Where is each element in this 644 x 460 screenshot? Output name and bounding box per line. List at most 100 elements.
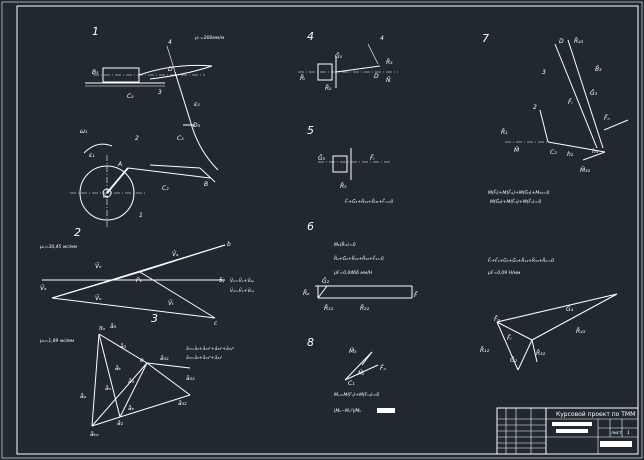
tb-fill-3: [600, 441, 632, 447]
v7-label-h5: h₅: [592, 148, 599, 155]
acc-5: [146, 362, 191, 396]
v7-label-g2p: Ḡ₂: [510, 357, 518, 364]
acc-6: [146, 362, 191, 369]
view-1-number: 1: [92, 25, 99, 38]
crank-link: [106, 167, 129, 194]
v6-label-r32: R̄₃₂: [360, 305, 370, 312]
view-3-eq1: ā₃=ā₂+ā₃₂ᵏ+ā₃₂ʳ+ā₃₂ⁿ: [186, 346, 234, 352]
view-7-force-analysis: 7 D R̄₄₃ 3 B̄₃ F̄ᵢ Ḡ₃ 2 F̄ₙ R̄₁ M̄ C₂ h₂…: [480, 32, 629, 371]
v7-label-m32: M̄₃₂: [580, 167, 591, 174]
v4-label-g5: Ḡ₅: [335, 53, 343, 60]
v4-label-d: D: [374, 73, 379, 80]
v7-arm2: [582, 151, 606, 161]
label-c2: C₂: [162, 185, 169, 192]
acc-4: [91, 362, 148, 427]
view-6-eq-a: Mₖ(R̄ₗ₁)=0: [334, 241, 356, 248]
tb-fill-1: [552, 422, 592, 426]
v7-label-r43p: R̄₄₃: [576, 328, 586, 335]
label-a32t: ā₃₂: [178, 400, 187, 407]
view-8-lever: 8 M̄₅ M̄ᵢ C₁ F̄ᵤ Mᵤ=M(Fᵤ)+M(Fᵤ₂)=0 |Mᵤ−M…: [307, 336, 395, 414]
label-a22: ā₂: [117, 420, 124, 427]
rod-end: [199, 167, 216, 183]
v7-label-r32p: R̄₃₂: [536, 350, 546, 357]
label-a3k: ā₃₂: [186, 375, 195, 382]
label-1: 1: [139, 212, 143, 219]
view-3-eq2: ā₃=ā₂+ā₃₂ⁿ+ā₃₂ᵗ: [186, 355, 223, 361]
label-a3b: ā₃: [128, 378, 135, 385]
view-1-mechanism: 1 μₗ =200мм/м 4 B₅ D C₅ 3 ε₃ D₃ C₃ ω₁ ε₁: [70, 25, 225, 228]
v6-label-ra: R̄ₐ: [303, 290, 310, 297]
label-b5: B₅: [92, 69, 99, 76]
view-5-force-polygon: 5 Ḡ₅ R̄₅ F̄ᵢ F̄ᵢ+Ḡ₅+R̄₃₄+R̄₄₅+F̄ₙ=0: [307, 124, 393, 205]
v6-label-f2: F̄: [414, 292, 418, 299]
v8-lever-2: [344, 364, 379, 381]
view-8-eq1: Mᵤ=M(Fᵤ)+M(Fᵤ₂)=0: [334, 392, 379, 398]
view-6-eq-b: R̄ₐ+Ḡ₂+R̄₁₂+R̄₃₂+F̄₂=0: [334, 255, 384, 262]
coupler-top-arc: [138, 64, 213, 76]
view-2-velocity-plan: 2 μᵥ=30,45 мс/мм Pᵥ b c V̄ₐ V̄ₑ V̄ₒ V̄ₐ …: [39, 226, 254, 327]
view-7-eq3: F̄ᵢ+F̄ₐ+Ḡ₅+Ḡ₄+R̄₁₂+R̄₃₂+R̄ₐ=0: [488, 257, 554, 264]
v5-label-g5: Ḡ₅: [318, 155, 326, 162]
v6-diag: [317, 285, 328, 299]
view-4-force-diagram: 4 4 Ḡ₅ R̄₅ R̄ᵢ D R̄₃ N̄: [298, 30, 398, 92]
label-3: 3: [158, 89, 162, 96]
label-a3: ā₃: [110, 323, 117, 330]
view-2-eq2: V̄ₐ=V̄ₑ+V̄ₖₑ: [230, 287, 254, 294]
label-ad: āₑ: [128, 405, 135, 412]
view-6-number: 6: [307, 220, 314, 233]
label-va: V̄ₐ: [40, 285, 47, 292]
v7-label-fi3: F̄ᵢ: [568, 99, 573, 106]
v4-label-ni: N̄: [386, 77, 391, 84]
v7-label-fi: F̄ᵢ: [507, 335, 512, 342]
v4-slider: [317, 63, 333, 81]
v8-label-c1: C₁: [348, 380, 355, 387]
label-e1: ε₁: [89, 152, 95, 159]
v8-label-fu: F̄ᵤ: [380, 365, 386, 372]
acc-3: [98, 333, 121, 418]
v4-label-4: 4: [380, 35, 384, 42]
v7-poly-3: [496, 321, 519, 371]
label-e: e: [140, 357, 144, 364]
label-2: 2: [135, 135, 139, 142]
view-2-scale: μᵥ=30,45 мс/мм: [39, 244, 78, 250]
view-3-acceleration-plan: 3 μₐ=1,89 мс/мм πₐ ā₃ ā₂ āₖ e ā₃₂ ā₃ āₙ …: [39, 312, 234, 438]
v7-label-m: M̄: [514, 147, 520, 154]
v4-link: [335, 65, 381, 73]
v5-label-r3: R̄₅: [340, 183, 347, 190]
title-block-sheet-no: 1: [627, 430, 630, 436]
v7-label-c2: C₂: [550, 149, 557, 156]
v6-label-g2: Ḡ₂: [322, 278, 330, 285]
label-vb: V̄ₑ: [95, 263, 102, 270]
leader-4: [166, 45, 176, 73]
v7-arm: [603, 119, 629, 131]
v8-label-m5: M̄₅: [349, 348, 357, 355]
v7-bottom: [547, 141, 606, 153]
tb-fill-2: [556, 429, 588, 433]
v7-poly-4: [517, 339, 533, 371]
label-b2: b: [227, 241, 231, 248]
label-d: D: [168, 66, 173, 73]
label-e3: ε₃: [194, 101, 200, 108]
v7-label-d: D: [559, 38, 564, 45]
v8-lever-1: [344, 351, 373, 381]
v4-label-r34: R̄₃: [386, 59, 393, 66]
title-block: Курсовой проект по ТММ лист 1: [496, 407, 639, 455]
inner-frame: [16, 5, 639, 455]
v7-poly-6: [496, 321, 533, 341]
v8-lever-3: [361, 351, 373, 366]
view-6-scale: μF=0,0466 мм/Н: [333, 270, 373, 276]
label-4: 4: [168, 39, 172, 46]
view-7-scale: μF=0,09 Н/мм: [487, 270, 521, 276]
v7-label-b3: B̄₃: [595, 66, 602, 73]
label-vc: V̄ₒ: [95, 295, 102, 302]
connecting-rod-top: [149, 164, 201, 169]
v7-label-2: 2: [533, 104, 537, 111]
label-pa: πₐ: [99, 325, 106, 332]
view-3-scale: μₐ=1,89 мс/мм: [39, 338, 75, 344]
v7-label-3: 3: [542, 69, 546, 76]
acc-7: [119, 394, 191, 418]
label-5: 5,: [219, 277, 225, 284]
label-c3: C₃: [177, 135, 184, 142]
